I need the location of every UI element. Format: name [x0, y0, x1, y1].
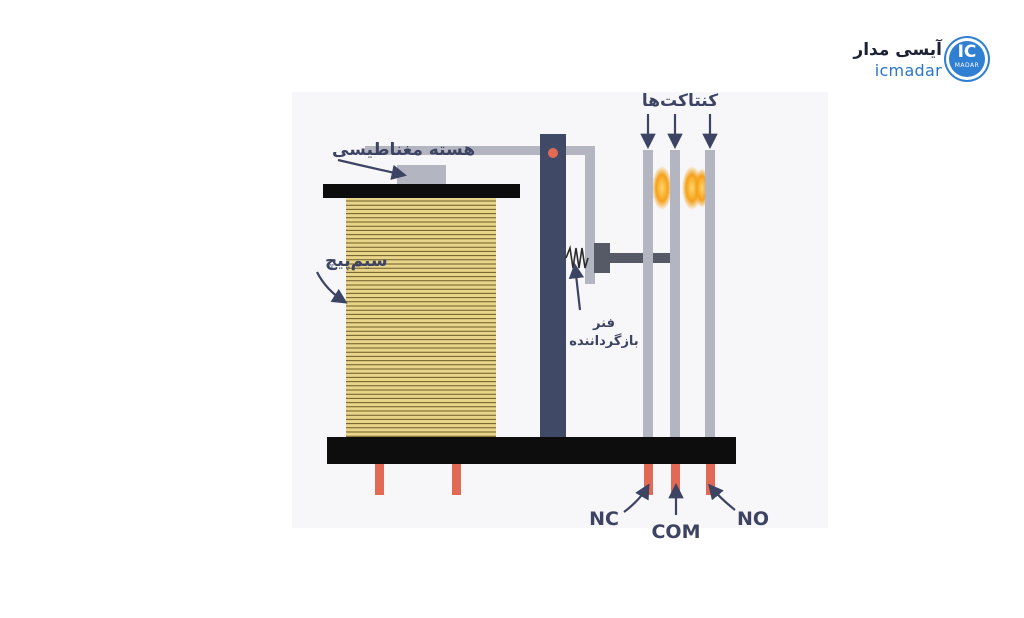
contact-blade-com [670, 150, 680, 440]
core-pointer-arrow [337, 158, 408, 180]
actuator-rod [610, 253, 670, 263]
coil-windings [346, 200, 496, 437]
brand-badge-subtext: MADAR [954, 62, 980, 69]
yoke-top-bar [365, 146, 595, 155]
contact-blade-nc [643, 150, 653, 440]
coil-pointer-arrow [316, 271, 348, 304]
no-pin [706, 464, 715, 495]
magnetic-core [397, 165, 446, 185]
contact-blade-no [705, 150, 715, 440]
brand-name-persian: آیسی مدار [853, 40, 942, 60]
actuator-block [594, 243, 610, 273]
spring-label-line2: بازگرداننده [569, 333, 638, 349]
nc-label: NC [589, 508, 619, 530]
yoke-vertical-bar [585, 146, 595, 284]
relay-base [327, 437, 736, 464]
nc-pin [644, 464, 653, 495]
coil-top-plate [323, 184, 520, 198]
magnetic-core-label: هسته مغناطیسی [332, 140, 475, 160]
no-label: NO [737, 508, 769, 530]
brand-name-latin: icmadar [874, 61, 942, 80]
coil-label: سیم‌پیچ [325, 251, 388, 271]
brand-badge-text: IC [957, 42, 977, 62]
nc-arrow [623, 483, 650, 513]
contacts-label: کنتاکت‌ها [642, 91, 718, 111]
armature [540, 134, 566, 439]
return-spring [565, 244, 589, 269]
brand-logo[interactable]: آیسی مدار icmadar IC MADAR [853, 36, 992, 86]
coil-pin-2 [452, 464, 461, 495]
coil-body [346, 198, 496, 438]
brand-badge-icon: IC MADAR [946, 38, 988, 80]
coil-pin-1 [375, 464, 384, 495]
armature-pivot [548, 148, 558, 158]
spring-pointer-arrow [568, 262, 585, 311]
com-pin [671, 464, 680, 495]
com-label: COM [651, 521, 700, 543]
contact-spark-1 [652, 166, 672, 210]
no-arrow [708, 483, 736, 511]
spring-label-line1: فنر [592, 316, 615, 331]
